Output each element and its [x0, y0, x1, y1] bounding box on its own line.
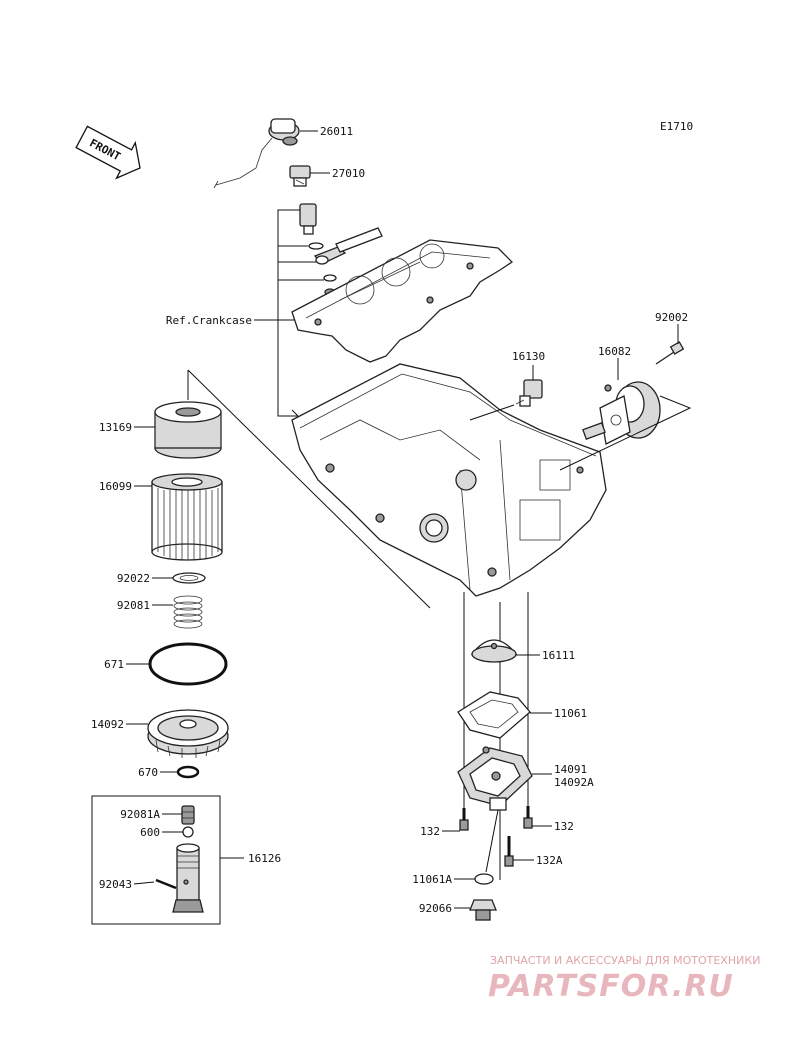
part-11061-gasket — [457, 691, 531, 739]
callout-26011: 26011 — [320, 125, 353, 138]
part-16126-group-box — [91, 795, 221, 925]
callout-13169: 13169 — [99, 421, 132, 434]
watermark-brand-logo: PARTSFOR.RU — [488, 969, 734, 1004]
part-92066-drain-plug — [469, 899, 497, 921]
part-13169-cover — [154, 401, 222, 459]
callout-27010: 27010 — [332, 167, 365, 180]
callout-92022: 92022 — [117, 572, 150, 585]
part-92081-spring — [173, 595, 203, 629]
callout-132-left: 132 — [420, 825, 440, 838]
callout-92081: 92081 — [117, 599, 150, 612]
part-11061A-washer — [474, 873, 494, 885]
ref-crankcase-label: Ref.Crankcase — [166, 314, 252, 327]
part-16099-oil-filter — [151, 473, 223, 561]
callout-92081A: 92081A — [120, 808, 160, 821]
part-671-o-ring — [148, 642, 228, 686]
part-92022-washer — [172, 572, 206, 584]
assembly-bracket — [277, 209, 324, 417]
part-132-bolt-left — [459, 808, 469, 831]
part-670-o-ring — [176, 765, 200, 779]
part-16126-relief-valve — [172, 843, 204, 913]
part-600-ball — [182, 826, 194, 838]
part-92081A-spring — [181, 805, 195, 825]
callout-600: 600 — [140, 826, 160, 839]
callout-132-right: 132 — [554, 820, 574, 833]
callout-14092A: 14092A — [554, 776, 594, 789]
part-16111-strainer — [470, 639, 518, 663]
part-14092-filter-cover — [147, 709, 229, 758]
filter-guide-lines — [187, 369, 431, 609]
callout-671: 671 — [104, 658, 124, 671]
part-16082-oil-pump — [582, 381, 661, 445]
part-132-bolt-right — [523, 806, 533, 829]
callout-92002: 92002 — [655, 311, 688, 324]
callout-670: 670 — [138, 766, 158, 779]
callout-14092: 14092 — [91, 718, 124, 731]
callout-16111: 16111 — [542, 649, 575, 662]
part-92043-pin — [155, 878, 177, 890]
part-16130-sensor — [515, 379, 543, 407]
callout-11061: 11061 — [554, 707, 587, 720]
callout-132A: 132A — [536, 854, 563, 867]
part-132A-bolt — [504, 836, 514, 867]
callout-16082: 16082 — [598, 345, 631, 358]
callout-11061A: 11061A — [412, 873, 452, 886]
part-92002-bolt — [655, 341, 685, 365]
part-14091-pan — [457, 746, 533, 811]
upper-crankcase — [291, 239, 514, 363]
front-arrow-icon: FRONT — [75, 125, 141, 180]
watermark-tagline: ЗАПЧАСТИ И АКСЕССУАРЫ ДЛЯ МОТОТЕХНИКИ — [490, 954, 760, 967]
callout-16130: 16130 — [512, 350, 545, 363]
lower-crankcase — [291, 363, 607, 597]
callout-16126: 16126 — [248, 852, 281, 865]
part-26011-pressure-switch-lead — [213, 118, 300, 189]
part-27010-switch — [289, 165, 311, 187]
callout-92043: 92043 — [99, 878, 132, 891]
callout-14091: 14091 — [554, 763, 587, 776]
part-fittings-stack — [299, 203, 383, 296]
diagram-code: E1710 — [660, 120, 693, 133]
callout-92066: 92066 — [419, 902, 452, 915]
callout-16099: 16099 — [99, 480, 132, 493]
